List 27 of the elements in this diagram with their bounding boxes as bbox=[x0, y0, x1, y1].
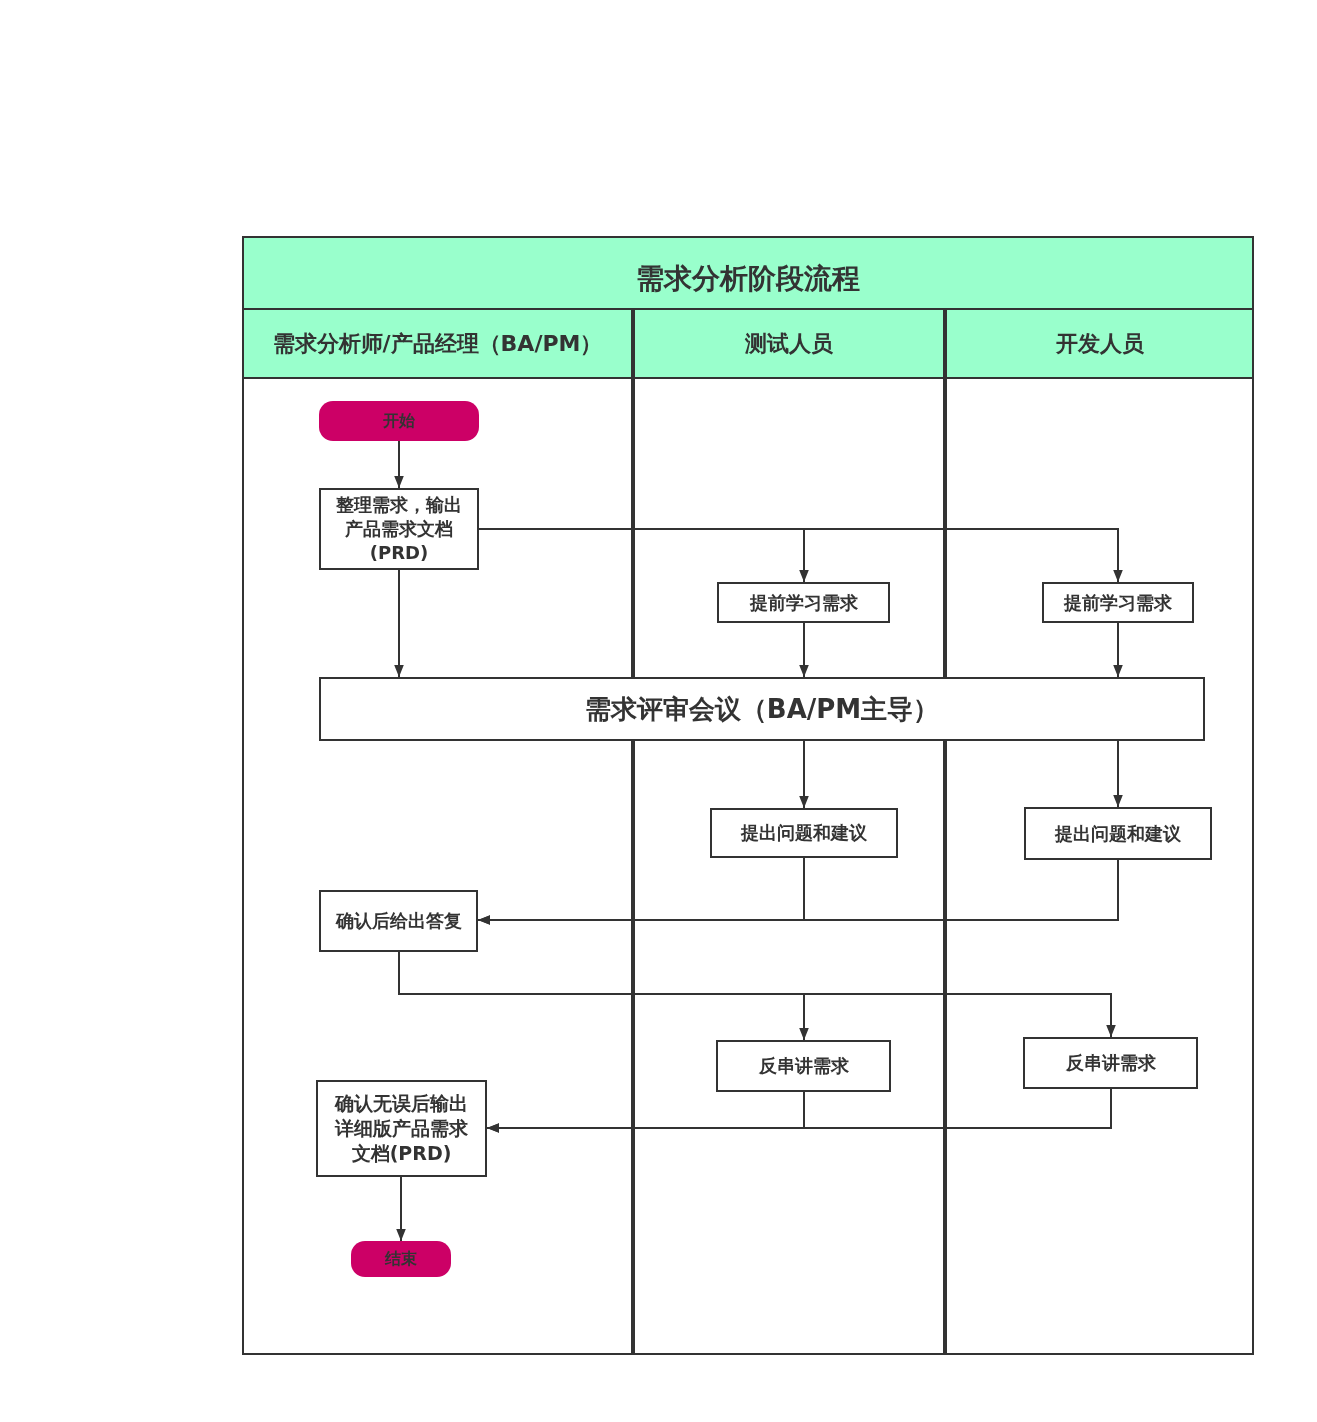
process-box: 整理需求，输出产品需求文档(PRD) bbox=[319, 488, 479, 570]
terminal-pill: 结束 bbox=[351, 1241, 451, 1277]
process-box: 反串讲需求 bbox=[716, 1040, 891, 1092]
terminal-pill: 开始 bbox=[319, 401, 479, 441]
arrow bbox=[477, 859, 1119, 925]
process-box: 提出问题和建议 bbox=[710, 808, 898, 858]
arrow bbox=[799, 622, 809, 678]
process-box: 提出问题和建议 bbox=[1024, 807, 1212, 860]
arrow bbox=[486, 1088, 1112, 1133]
swimlane-lane bbox=[945, 308, 1254, 1355]
arrow bbox=[394, 569, 404, 678]
lane-header: 开发人员 bbox=[945, 308, 1254, 379]
arrow bbox=[394, 440, 404, 489]
arrow bbox=[799, 740, 809, 809]
process-box: 提前学习需求 bbox=[1042, 582, 1194, 623]
swimlane-pool bbox=[242, 236, 1254, 1355]
arrow bbox=[1113, 740, 1123, 808]
process-box: 反串讲需求 bbox=[1023, 1037, 1198, 1089]
process-box: 确认后给出答复 bbox=[319, 890, 478, 952]
arrow bbox=[396, 1176, 406, 1242]
arrow bbox=[1113, 622, 1123, 678]
lane-header: 需求分析师/产品经理（BA/PM） bbox=[242, 308, 633, 379]
process-box: 需求评审会议（BA/PM主导） bbox=[319, 677, 1205, 741]
process-box: 确认无误后输出详细版产品需求文档(PRD) bbox=[316, 1080, 487, 1177]
process-box: 提前学习需求 bbox=[717, 582, 890, 623]
lane-header: 测试人员 bbox=[633, 308, 945, 379]
pool-title: 需求分析阶段流程 bbox=[242, 236, 1254, 310]
